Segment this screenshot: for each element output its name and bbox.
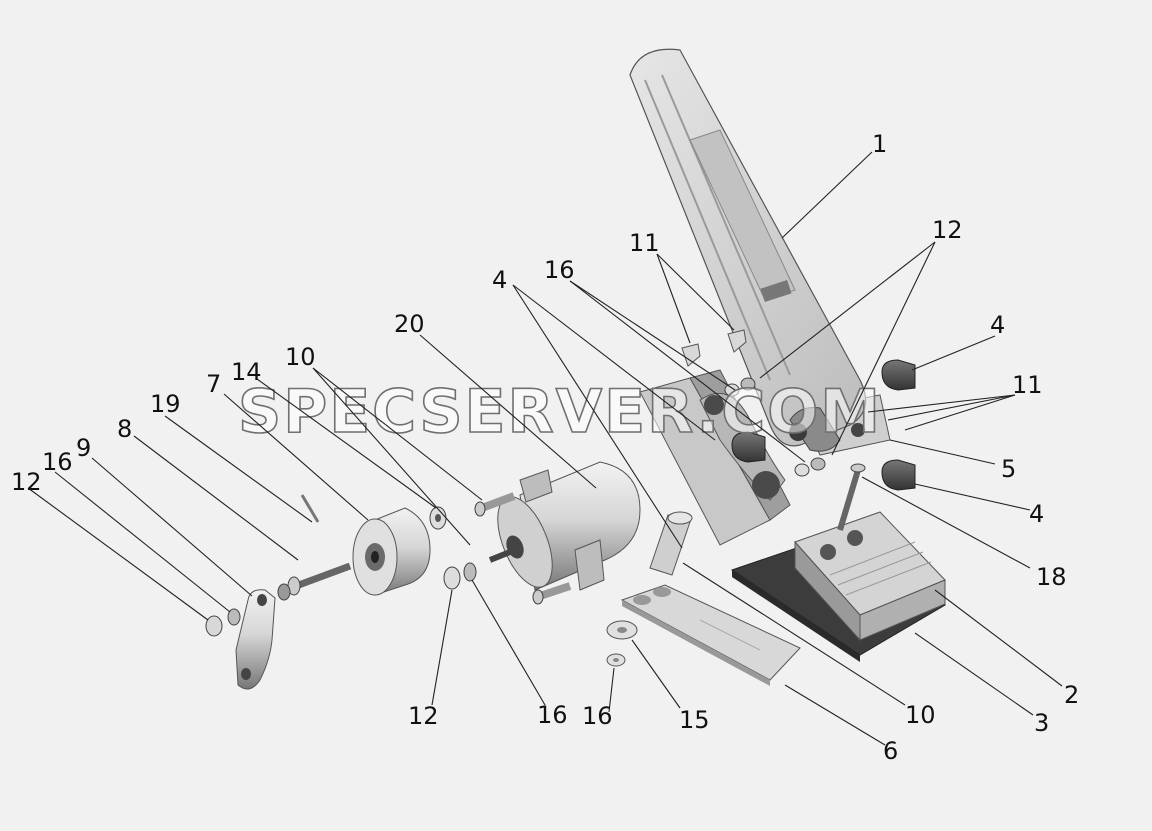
axle-part-8	[277, 562, 352, 601]
callout-10-top: 10	[285, 343, 316, 371]
pedal-part-1	[629, 48, 867, 452]
callout-10-bottom: 10	[905, 701, 936, 729]
screw-part-11-a	[681, 343, 701, 367]
nut-part-12-left	[205, 615, 223, 637]
callout-16-top: 16	[544, 256, 575, 284]
nut-washer-group-top	[724, 377, 826, 477]
callout-8: 8	[117, 415, 132, 443]
bolt-part-10-upper	[474, 492, 516, 517]
stop-block-part-4-upper	[881, 359, 916, 391]
bolt-part-10-lower-cyl	[532, 582, 572, 605]
callout-4-right-top: 4	[990, 311, 1005, 339]
callout-4-right-bottom: 4	[1029, 500, 1044, 528]
washer-part-16-lower	[606, 653, 626, 667]
washer-part-16-left	[227, 608, 241, 626]
pin-part-19	[300, 494, 320, 523]
callout-19: 19	[150, 390, 181, 418]
callout-12-bottom: 12	[408, 702, 439, 730]
pedal-block-part-2	[794, 511, 946, 642]
callout-18: 18	[1036, 563, 1067, 591]
callout-9: 9	[76, 434, 91, 462]
callout-6: 6	[883, 737, 898, 765]
callout-labels: 1 2 3 4 4 4 5 6 7 8 9 10 10 11 11 12 12 …	[11, 130, 1079, 765]
callout-12-left: 12	[11, 468, 42, 496]
callout-3: 3	[1034, 709, 1049, 737]
callout-2: 2	[1064, 681, 1079, 709]
plate-part-6	[620, 584, 801, 686]
callout-15: 15	[679, 706, 710, 734]
lever-part-9	[235, 589, 276, 690]
leader-lines	[27, 151, 1063, 746]
watermark-text: SPECSERVER.COM	[238, 377, 882, 447]
callout-16-bottom-mid: 16	[537, 701, 568, 729]
stop-block-part-4-lower	[881, 459, 916, 491]
callout-11-right: 11	[1012, 371, 1043, 399]
callout-11-top: 11	[629, 229, 660, 257]
washer-part-15	[606, 620, 638, 640]
washer-part-14	[429, 506, 447, 530]
callout-20: 20	[394, 310, 425, 338]
callout-7: 7	[206, 370, 221, 398]
bolt-part-10-lower	[649, 511, 693, 576]
screw-part-11-b	[727, 329, 747, 353]
callout-4-top: 4	[492, 266, 507, 294]
washer-pair-mid	[443, 562, 477, 590]
stop-block-part-4-mid	[731, 431, 766, 463]
cylinder-part-20	[488, 461, 641, 591]
roller-part-7	[352, 507, 431, 596]
callout-1: 1	[872, 130, 887, 158]
callout-16-left: 16	[42, 448, 73, 476]
callout-5: 5	[1001, 455, 1016, 483]
callout-12-top: 12	[932, 216, 963, 244]
callout-14: 14	[231, 358, 262, 386]
bolt-part-18	[837, 463, 866, 531]
callout-16-bottom-right: 16	[582, 702, 613, 730]
